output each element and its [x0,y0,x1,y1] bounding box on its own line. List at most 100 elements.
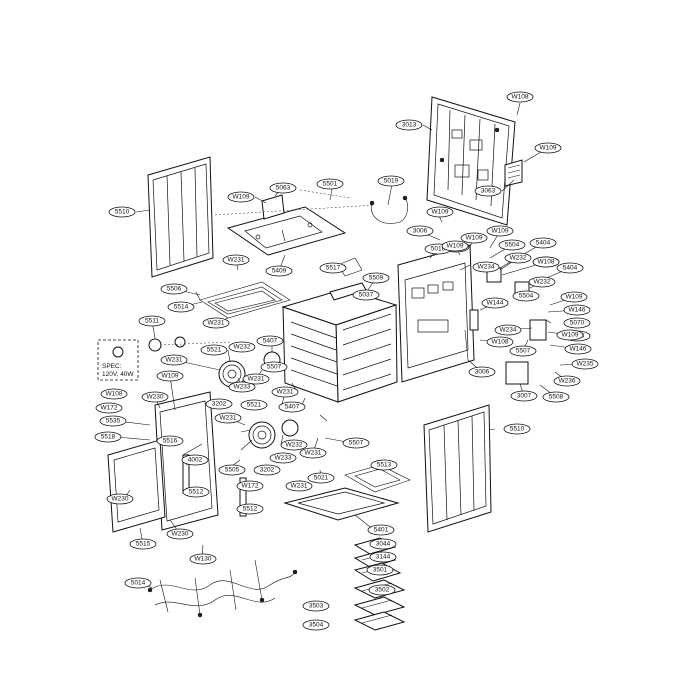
svg-text:3006: 3006 [413,228,428,235]
callout-label: 5014 [124,577,152,589]
callout-label: W108 [532,256,560,268]
svg-text:5507: 5507 [349,440,364,447]
svg-text:5037: 5037 [359,292,374,299]
callout-label: W146 [563,304,591,316]
svg-text:3006: 3006 [475,369,490,376]
callout-label: W235 [571,358,599,370]
svg-text:5535: 5535 [106,418,121,425]
callout-label: W231 [222,254,250,266]
callout-label: 5505 [218,464,246,476]
callout-label: 5515 [129,538,157,550]
callout-label: W109 [556,329,584,341]
callout-label: 5510 [503,423,531,435]
svg-text:3013: 3013 [402,122,417,129]
callout-label: 5407 [278,401,306,413]
svg-text:W109: W109 [233,194,250,201]
svg-text:W109: W109 [540,145,557,152]
callout-label: 5409 [265,265,293,277]
callout-label: 5021 [307,472,335,484]
bake-element [344,464,411,493]
callout-label: W109 [227,191,255,203]
svg-text:W172: W172 [242,483,259,490]
callout-label: 5504 [498,239,526,251]
svg-text:W232: W232 [286,442,303,449]
svg-text:5504: 5504 [519,293,534,300]
svg-text:5404: 5404 [536,240,551,247]
svg-text:W234: W234 [500,327,517,334]
svg-text:5506: 5506 [167,286,182,293]
svg-text:3044: 3044 [376,541,391,548]
svg-text:W231: W231 [248,376,265,383]
svg-text:5016: 5016 [431,246,446,253]
callout-label: W231 [242,373,270,385]
callout-label: 3202 [205,398,233,410]
callout-label: W109 [486,225,514,237]
callout-label: 5516 [156,435,184,447]
svg-text:5507: 5507 [267,364,282,371]
callout-label: 5511 [138,315,166,327]
callout-label: 5037 [352,289,380,301]
svg-text:W130: W130 [195,556,212,563]
svg-text:W146: W146 [569,307,586,314]
svg-text:5517: 5517 [326,265,341,272]
callout-label: 3006 [468,366,496,378]
callout-label: 3501 [366,564,394,576]
svg-text:W109: W109 [492,228,509,235]
callout-label: 5407 [256,335,284,347]
svg-text:3501: 3501 [373,567,388,574]
callout-label: 5510 [108,206,136,218]
callout-label: 5070 [563,317,591,329]
svg-text:5401: 5401 [374,527,389,534]
callout-label: 5506 [160,283,188,295]
callout-label: W231 [299,447,327,459]
svg-text:5510: 5510 [115,209,130,216]
callout-label: W231 [160,354,188,366]
spec-box: SPEC: 120V, 40W [97,339,139,381]
svg-text:5407: 5407 [285,404,300,411]
callout-label: 5063 [269,182,297,194]
callout-label: 3144 [369,551,397,563]
callout-label: 5518 [94,431,122,443]
svg-text:W108: W108 [106,391,123,398]
callout-label: 3502 [368,584,396,596]
callout-label: W172 [236,480,264,492]
svg-text:5505: 5505 [225,467,240,474]
svg-text:3144: 3144 [376,554,391,561]
callout-label: W109 [460,232,488,244]
svg-text:W234: W234 [478,264,495,271]
svg-text:W231: W231 [228,257,245,264]
control-components [464,267,547,385]
top-plate [214,189,376,256]
svg-text:5513: 5513 [377,462,392,469]
callout-label: 5512 [182,486,210,498]
svg-text:3502: 3502 [375,587,390,594]
svg-text:5014: 5014 [131,580,146,587]
callout-label: W234 [472,261,500,273]
svg-text:W232: W232 [510,255,527,262]
svg-text:5407: 5407 [263,338,278,345]
callout-label: 4002 [181,454,209,466]
svg-text:5515: 5515 [136,541,151,548]
callout-label: 5504 [512,290,540,302]
svg-text:W230: W230 [172,531,189,538]
svg-text:5504: 5504 [505,242,520,249]
callout-label: 5508 [542,391,570,403]
callout-label: 5507 [342,437,370,449]
svg-text:W109: W109 [466,235,483,242]
svg-text:W109: W109 [447,243,464,250]
callout-label: 5535 [99,415,127,427]
callout-label: W109 [560,291,588,303]
svg-text:5512: 5512 [243,506,258,513]
svg-text:W231: W231 [291,483,308,490]
svg-text:3063: 3063 [481,188,496,195]
svg-text:5063: 5063 [276,185,291,192]
callout-label: 5509 [362,272,390,284]
svg-text:W144: W144 [487,300,504,307]
svg-text:W172: W172 [101,405,118,412]
callout-label: 5512 [236,503,264,515]
callout-label: W109 [534,142,562,154]
svg-text:5516: 5516 [163,438,178,445]
callout-label: 5517 [319,262,347,274]
callout-label: 3006 [406,225,434,237]
